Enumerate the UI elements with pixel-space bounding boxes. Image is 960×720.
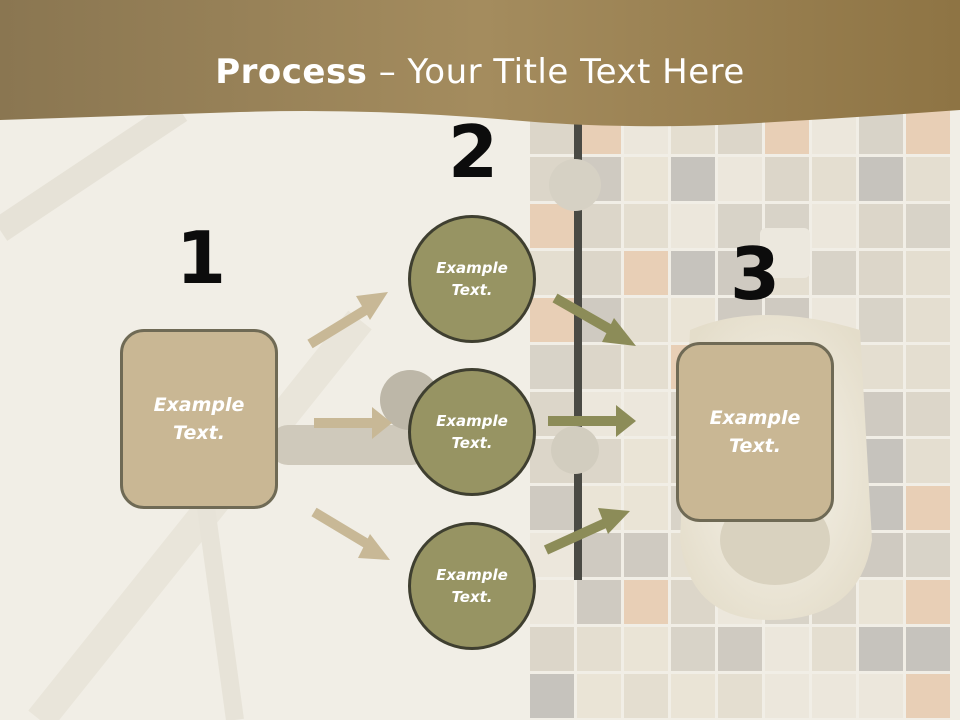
tile xyxy=(671,157,715,201)
tile xyxy=(859,345,903,389)
right-box: Example Text. xyxy=(676,342,834,522)
tile xyxy=(765,157,809,201)
left-box: Example Text. xyxy=(120,329,278,509)
tile xyxy=(765,674,809,718)
tile xyxy=(577,533,621,577)
tile xyxy=(577,580,621,624)
tile xyxy=(624,486,668,530)
title-rest: – Your Title Text Here xyxy=(367,52,745,92)
tile xyxy=(812,251,856,295)
step-number-3: 3 xyxy=(730,232,781,316)
tile xyxy=(718,157,762,201)
tile xyxy=(624,345,668,389)
arrow-right-mid xyxy=(548,405,636,437)
right-box-text: Example Text. xyxy=(709,406,801,458)
tile xyxy=(718,204,762,248)
tile xyxy=(530,251,574,295)
tile xyxy=(530,627,574,671)
tile xyxy=(624,251,668,295)
tile xyxy=(859,110,903,154)
tile xyxy=(906,298,950,342)
circle-middle-text: Example Text. xyxy=(436,411,508,453)
tile xyxy=(859,580,903,624)
tile xyxy=(859,392,903,436)
tile xyxy=(718,674,762,718)
circle-bottom: Example Text. xyxy=(408,522,536,650)
left-box-text: Example Text. xyxy=(153,393,245,445)
tile xyxy=(906,204,950,248)
circle-bottom-text: Example Text. xyxy=(436,565,508,607)
tile xyxy=(859,251,903,295)
tile xyxy=(624,439,668,483)
tile xyxy=(906,533,950,577)
title-bold: Process xyxy=(215,52,368,92)
tile xyxy=(671,674,715,718)
tile xyxy=(624,580,668,624)
tile xyxy=(812,627,856,671)
arrow-left-up xyxy=(307,292,388,349)
tile xyxy=(859,298,903,342)
tile xyxy=(577,627,621,671)
tile xyxy=(624,533,668,577)
tile xyxy=(624,627,668,671)
tile xyxy=(906,439,950,483)
tile xyxy=(906,674,950,718)
tile xyxy=(906,345,950,389)
tile xyxy=(671,204,715,248)
tile xyxy=(530,486,574,530)
arrow-left-mid xyxy=(314,407,392,439)
tile xyxy=(812,204,856,248)
tile xyxy=(671,627,715,671)
tile xyxy=(906,486,950,530)
tile xyxy=(577,251,621,295)
tile xyxy=(577,345,621,389)
tile xyxy=(765,627,809,671)
tile xyxy=(906,392,950,436)
tile xyxy=(530,674,574,718)
tile xyxy=(624,298,668,342)
tile xyxy=(906,251,950,295)
tile xyxy=(577,204,621,248)
tile xyxy=(577,674,621,718)
tile xyxy=(530,345,574,389)
tile xyxy=(906,580,950,624)
tile xyxy=(859,674,903,718)
tile xyxy=(859,627,903,671)
circle-top: Example Text. xyxy=(408,215,536,343)
tile xyxy=(812,674,856,718)
tile xyxy=(624,674,668,718)
circle-middle: Example Text. xyxy=(408,368,536,496)
slide-title: Process – Your Title Text Here xyxy=(0,52,960,92)
tile xyxy=(812,157,856,201)
circle-top-text: Example Text. xyxy=(436,258,508,300)
tile xyxy=(859,157,903,201)
tile xyxy=(671,251,715,295)
step-number-1: 1 xyxy=(176,216,227,300)
arrow-left-down xyxy=(311,507,390,560)
tile xyxy=(718,251,762,295)
tile xyxy=(906,627,950,671)
tile xyxy=(624,204,668,248)
tile xyxy=(530,580,574,624)
tile xyxy=(906,157,950,201)
tile xyxy=(906,110,950,154)
tile xyxy=(624,392,668,436)
arrow-right-down xyxy=(552,293,636,346)
tile xyxy=(718,627,762,671)
tile xyxy=(530,204,574,248)
tile xyxy=(859,204,903,248)
step-number-2: 2 xyxy=(448,110,499,194)
arrow-right-up xyxy=(543,508,630,555)
tile xyxy=(624,157,668,201)
